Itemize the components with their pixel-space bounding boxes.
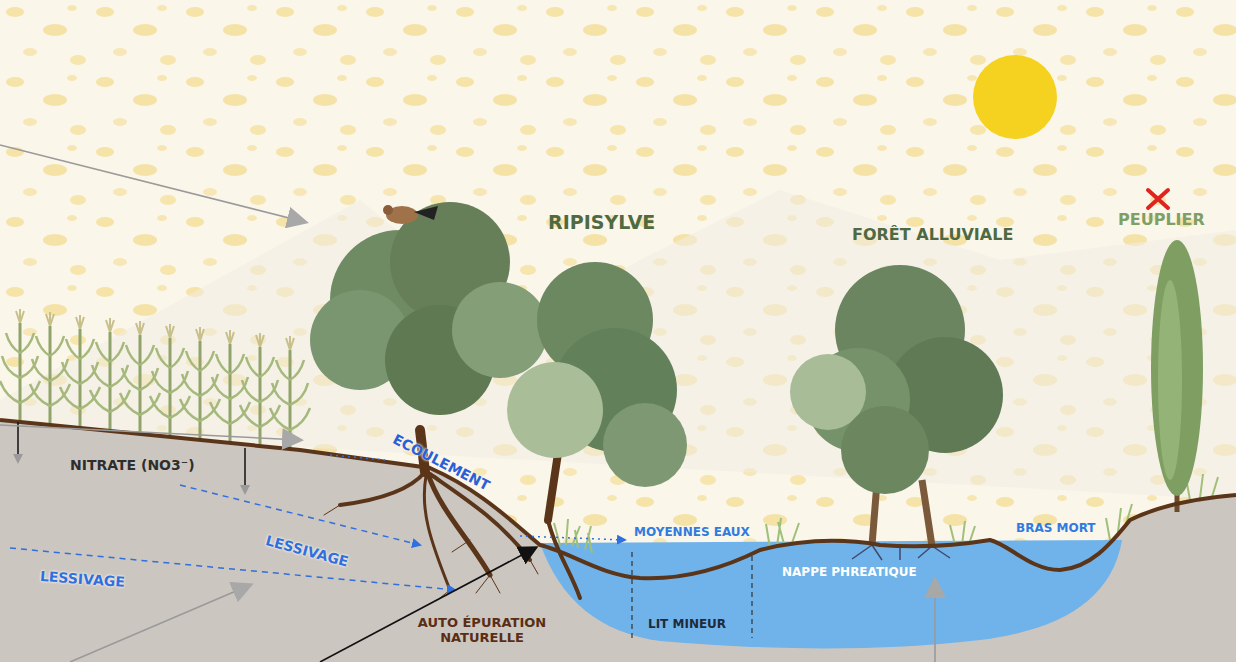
poplar <box>1158 280 1182 480</box>
leader-lines <box>934 580 936 662</box>
channel-label: LIT MINEUR <box>648 618 726 632</box>
leader-lines <box>0 145 935 662</box>
leader-lines <box>70 585 250 662</box>
leaching-flow <box>10 455 625 590</box>
poplar <box>1151 240 1203 496</box>
bird <box>383 205 393 215</box>
infiltration-arrows <box>17 422 19 462</box>
tree-label: PEUPLIER <box>1118 211 1205 229</box>
process-label: AUTO ÉPURATION NATURELLE <box>412 616 552 646</box>
cross-mark <box>1148 190 1168 208</box>
channel-limits <box>631 552 632 638</box>
ground-surface <box>0 420 1236 578</box>
leader-lines <box>0 425 300 440</box>
ripisylve-trees <box>603 403 687 487</box>
roots <box>424 476 450 590</box>
corn-field <box>270 336 310 450</box>
infiltration-arrows <box>18 422 245 493</box>
bird <box>414 206 438 220</box>
poplar <box>1151 240 1203 512</box>
ripisylve-trees <box>310 202 687 487</box>
tree-label: FORÊT ALLUVIALE <box>852 226 1013 244</box>
alluvial-forest <box>790 265 1003 560</box>
channel-limits <box>632 552 752 638</box>
sun <box>973 55 1057 139</box>
ripisylve-trees <box>452 282 548 378</box>
ripisylve-trees <box>507 362 603 458</box>
alluvial-forest <box>841 406 929 494</box>
infiltration-arrows <box>244 448 246 493</box>
leaching-flow <box>10 548 455 590</box>
water-label: BRAS MORT <box>1016 522 1096 536</box>
leader-lines <box>0 145 305 222</box>
channel-limits <box>751 556 752 638</box>
water-table <box>540 540 1122 648</box>
water-table-label: NAPPE PHREATIQUE <box>782 566 917 580</box>
leaching-flow <box>180 485 420 545</box>
leaching-flow <box>330 455 385 460</box>
leaching-flow <box>520 536 625 540</box>
roots <box>340 472 425 505</box>
bird <box>383 205 438 224</box>
tree-label: RIPISYLVE <box>548 212 655 234</box>
roots <box>324 505 538 598</box>
nutrient-label: NITRATE (NO3⁻) <box>70 457 195 473</box>
water-level-label: MOYENNES EAUX <box>634 526 750 540</box>
corn-field <box>0 309 310 450</box>
